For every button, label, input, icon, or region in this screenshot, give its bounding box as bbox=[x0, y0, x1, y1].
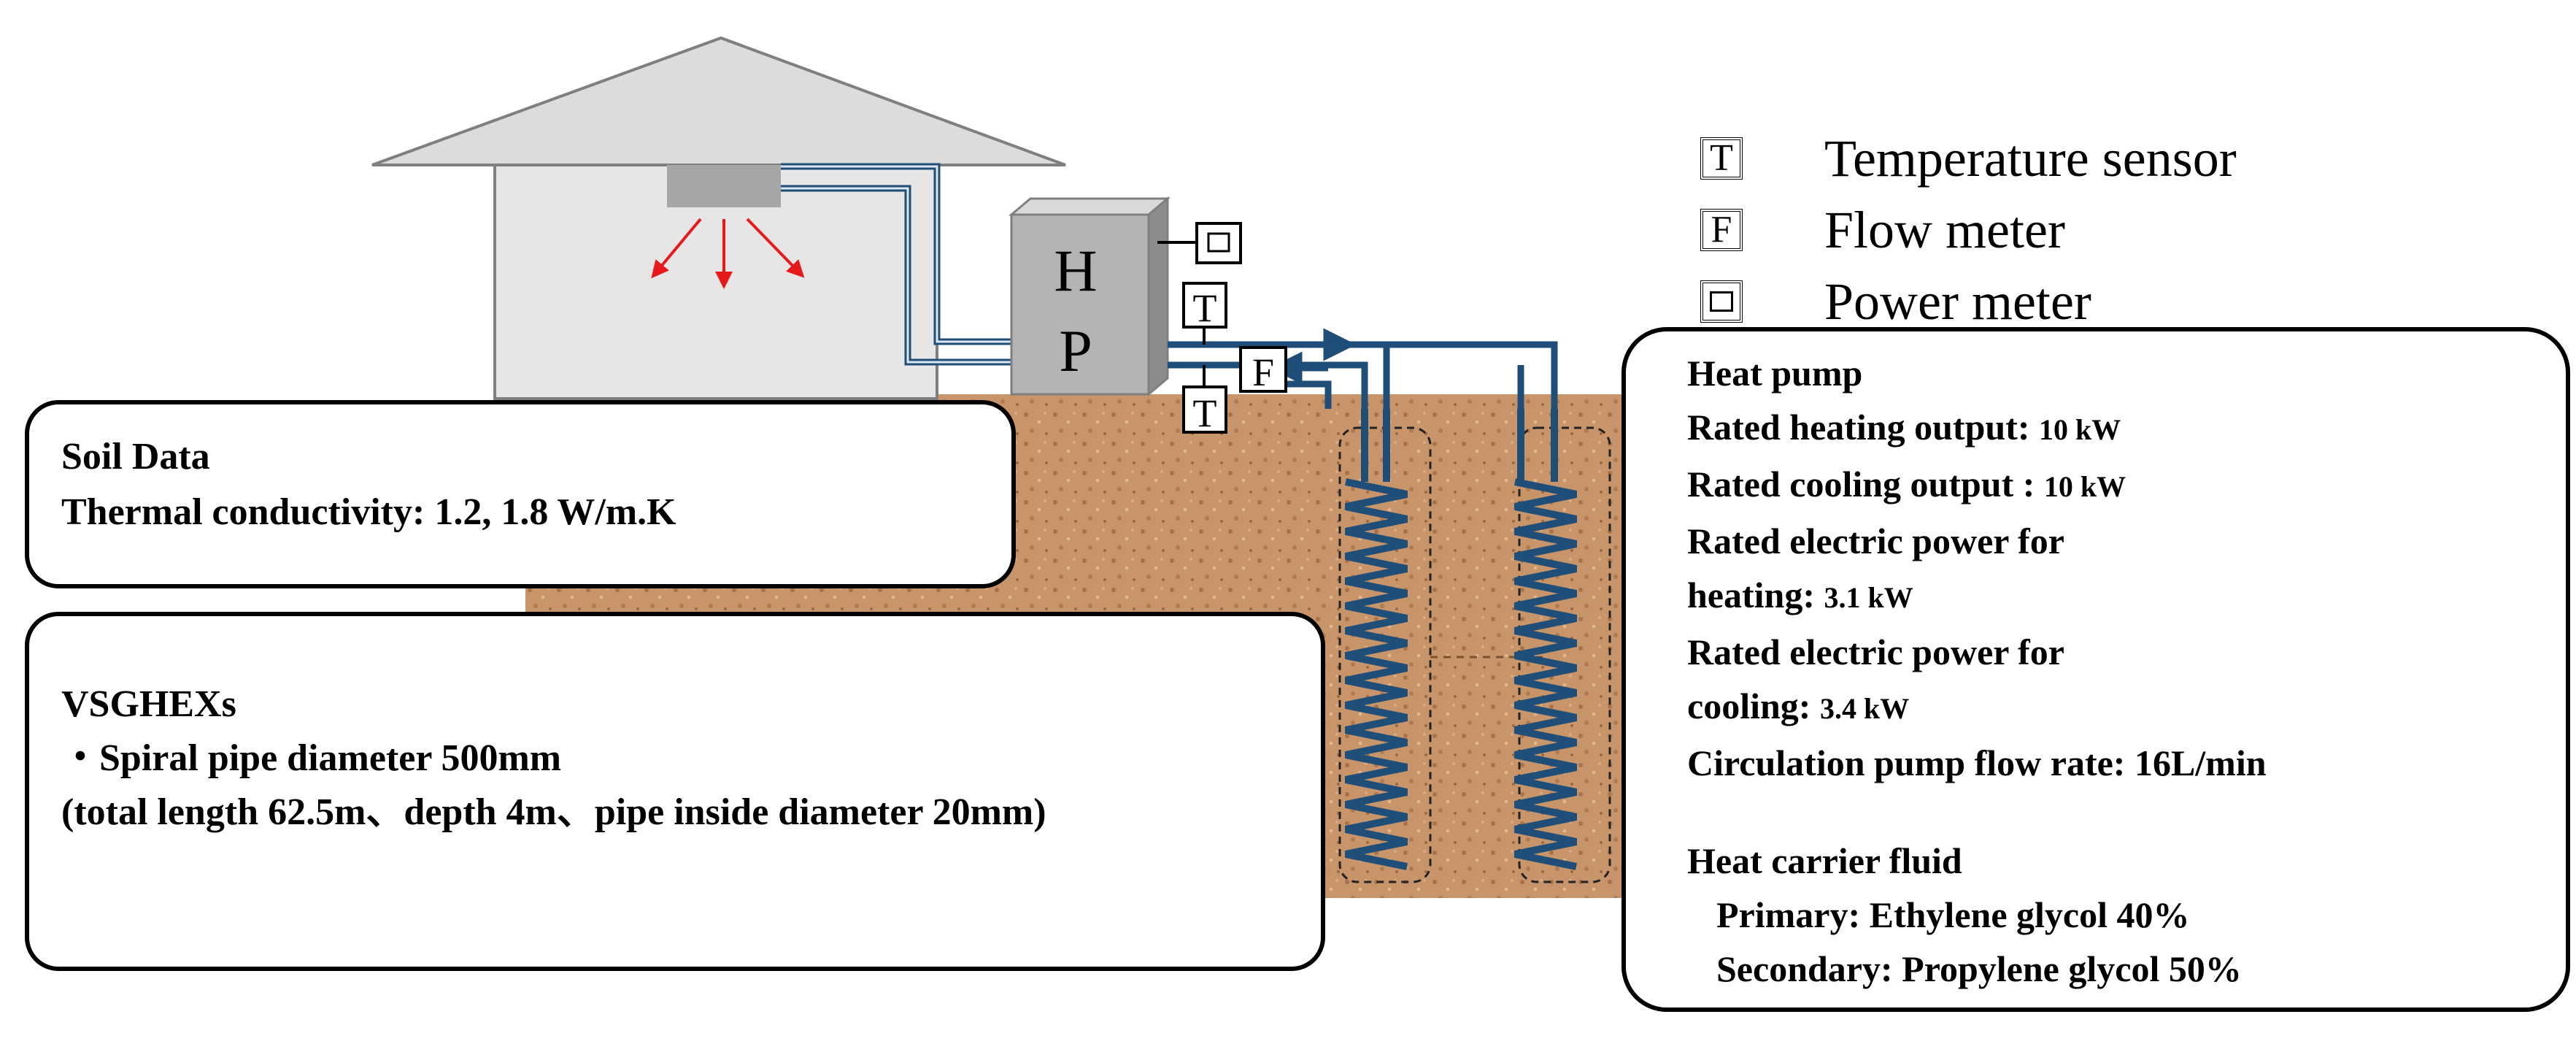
legend-label-flow: Flow meter bbox=[1824, 201, 2065, 259]
temp-sensor-icon-top bbox=[1182, 282, 1227, 329]
spiral-heat-exchanger-left bbox=[1345, 409, 1408, 870]
soil-conductivity-value: 1.2, 1.8 W/m.K bbox=[434, 491, 676, 533]
hp-unit-letter-p: P bbox=[1059, 318, 1092, 384]
hp-cooling-output-value: 10 kW bbox=[2043, 470, 2126, 503]
hp-title: Heat pump bbox=[1687, 353, 1863, 394]
flow-meter-icon bbox=[1239, 346, 1287, 393]
heat-arrow-left bbox=[651, 218, 702, 279]
temp-sensor-icon-bottom bbox=[1182, 385, 1227, 434]
hp-primary-label: Primary bbox=[1716, 894, 1848, 935]
hp-heating-output: Rated heating output: 10 kW bbox=[1687, 407, 2121, 448]
spiral-heat-exchanger-right bbox=[1514, 409, 1577, 870]
hp-secondary-fluid: Secondary: Propylene glycol 50% bbox=[1716, 948, 2242, 989]
hp-primary-value: Ethylene glycol 40% bbox=[1869, 894, 2190, 935]
legend-item-flow: F Flow meter bbox=[1700, 194, 2237, 266]
soil-conductivity-label: Thermal conductivity bbox=[61, 491, 412, 533]
hp-unit-top bbox=[1008, 197, 1171, 216]
hp-spacer bbox=[1687, 790, 2504, 834]
temp-sensor-label-bottom: T bbox=[1193, 391, 1217, 435]
legend-label-power: Power meter bbox=[1824, 272, 2091, 331]
vsghex-line-2: (total length 62.5m、depth 4m、pipe inside… bbox=[61, 791, 1046, 833]
flow-meter-legend-icon: F bbox=[1700, 209, 1743, 251]
hp-cooling-output: Rated cooling output : 10 kW bbox=[1687, 464, 2126, 504]
hp-secondary-label: Secondary bbox=[1716, 948, 1881, 989]
hp-secondary-value: Propylene glycol 50% bbox=[1902, 948, 2242, 989]
temp-sensor-label-top: T bbox=[1193, 286, 1217, 330]
hp-primary-fluid: Primary: Ethylene glycol 40% bbox=[1716, 894, 2190, 935]
hp-power-cooling-value: 3.4 kW bbox=[1819, 692, 1910, 725]
legend: T Temperature sensor F Flow meter Power … bbox=[1700, 123, 2237, 337]
heat-arrow-right bbox=[746, 218, 805, 278]
fan-coil-unit bbox=[667, 165, 781, 207]
flow-meter-label: F bbox=[1252, 350, 1274, 394]
legend-item-power: Power meter bbox=[1700, 266, 2237, 337]
hp-cooling-output-label: Rated cooling output bbox=[1687, 464, 2014, 504]
hp-flow-rate: Circulation pump flow rate: 16L/min bbox=[1687, 742, 2267, 783]
hp-heating-output-value: 10 kW bbox=[2039, 413, 2121, 446]
soil-conductivity: Thermal conductivity: 1.2, 1.8 W/m.K bbox=[61, 491, 676, 533]
heat-pump-spec-box: Heat pump Rated heating output: 10 kW Ra… bbox=[1621, 327, 2570, 1012]
hp-unit-front bbox=[1010, 213, 1150, 396]
hp-power-cooling-label-1: Rated electric power for bbox=[1687, 632, 2064, 672]
hp-unit-letter-h: H bbox=[1054, 237, 1097, 304]
hp-power-heating-label-1: Rated electric power for bbox=[1687, 521, 2064, 561]
hp-heating-output-label: Rated heating output bbox=[1687, 407, 2018, 448]
hp-fluid-title: Heat carrier fluid bbox=[1687, 840, 1962, 881]
vsghex-line-1: ・Spiral pipe diameter 500mm bbox=[61, 737, 562, 779]
vsghex-title: VSGHEXs bbox=[61, 683, 236, 725]
soil-data-box: Soil Data Thermal conductivity: 1.2, 1.8… bbox=[25, 400, 1016, 588]
soil-title: Soil Data bbox=[61, 436, 210, 477]
hp-power-cooling-label-2: cooling bbox=[1687, 686, 1799, 726]
power-meter-legend-icon bbox=[1700, 280, 1743, 323]
legend-label-temperature: Temperature sensor bbox=[1824, 129, 2237, 188]
house-roof bbox=[371, 36, 1066, 166]
legend-item-temperature: T Temperature sensor bbox=[1700, 123, 2237, 194]
vsghex-box: VSGHEXs ・Spiral pipe diameter 500mm (tot… bbox=[25, 612, 1325, 971]
hp-unit-side bbox=[1147, 196, 1169, 397]
hp-power-heating-value: 3.1 kW bbox=[1824, 581, 1913, 614]
temperature-sensor-icon: T bbox=[1700, 137, 1743, 180]
hp-power-heating: heating: 3.1 kW bbox=[1687, 575, 1913, 615]
power-meter-icon bbox=[1195, 222, 1242, 264]
hp-power-cooling: cooling: 3.4 kW bbox=[1687, 686, 1910, 726]
hp-power-heating-label-2: heating bbox=[1687, 575, 1803, 615]
